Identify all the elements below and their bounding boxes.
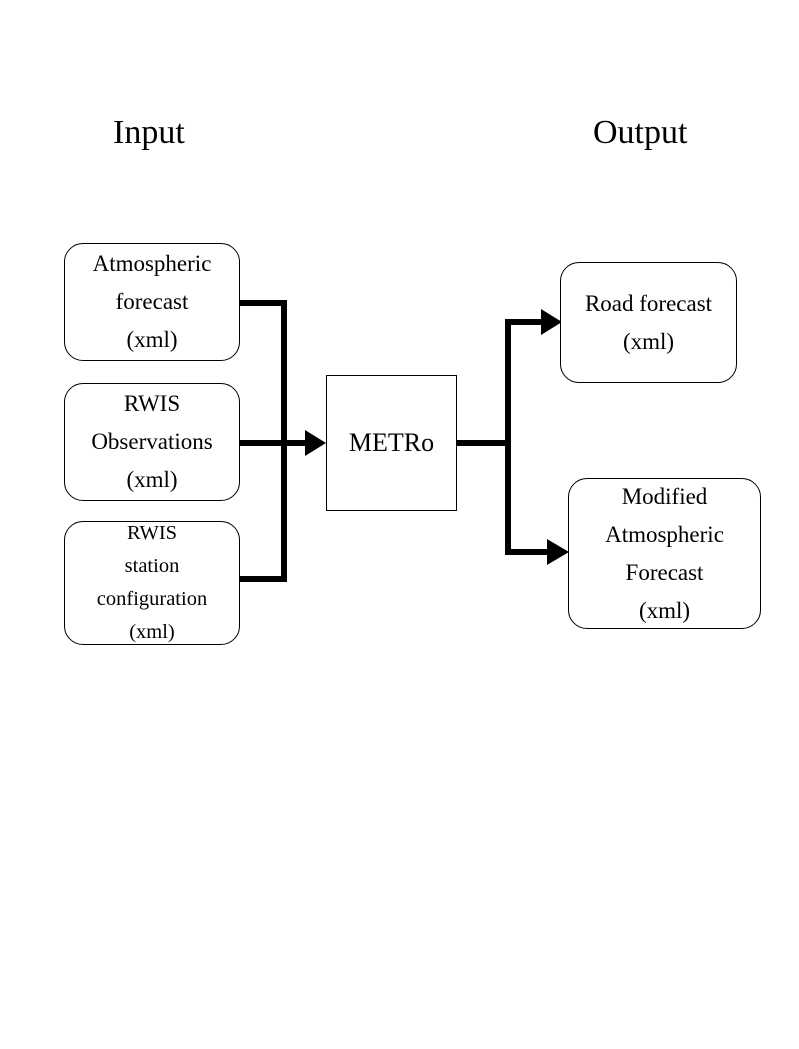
node-metro[interactable]: METRo (326, 375, 457, 511)
arrowhead-into-metro (305, 430, 326, 456)
node-atmospheric-forecast[interactable]: Atmospheric forecast (xml) (64, 243, 240, 361)
node-road-forecast-label: Road forecast (xml) (584, 290, 713, 354)
column-heading-input: Input (113, 114, 185, 151)
node-rwis-station-configuration[interactable]: RWIS station configuration (xml) (64, 521, 240, 645)
node-modified-atmospheric-forecast-label: Modified Atmospheric Forecast (xml) (605, 483, 724, 623)
node-metro-label: METRo (348, 428, 435, 457)
arrowhead-into-modified-atmospheric-forecast (547, 539, 569, 565)
node-rwis-observations-label: RWIS Observations (xml) (91, 391, 213, 492)
node-rwis-station-configuration-label: RWIS station configuration (xml) (96, 522, 208, 643)
node-rwis-observations[interactable]: RWIS Observations (xml) (64, 383, 240, 501)
column-heading-output: Output (593, 114, 688, 151)
node-atmospheric-forecast-label: Atmospheric forecast (xml) (92, 251, 212, 352)
node-road-forecast[interactable]: Road forecast (xml) (560, 262, 737, 383)
arrowhead-into-road-forecast (541, 309, 562, 335)
node-modified-atmospheric-forecast[interactable]: Modified Atmospheric Forecast (xml) (568, 478, 761, 629)
